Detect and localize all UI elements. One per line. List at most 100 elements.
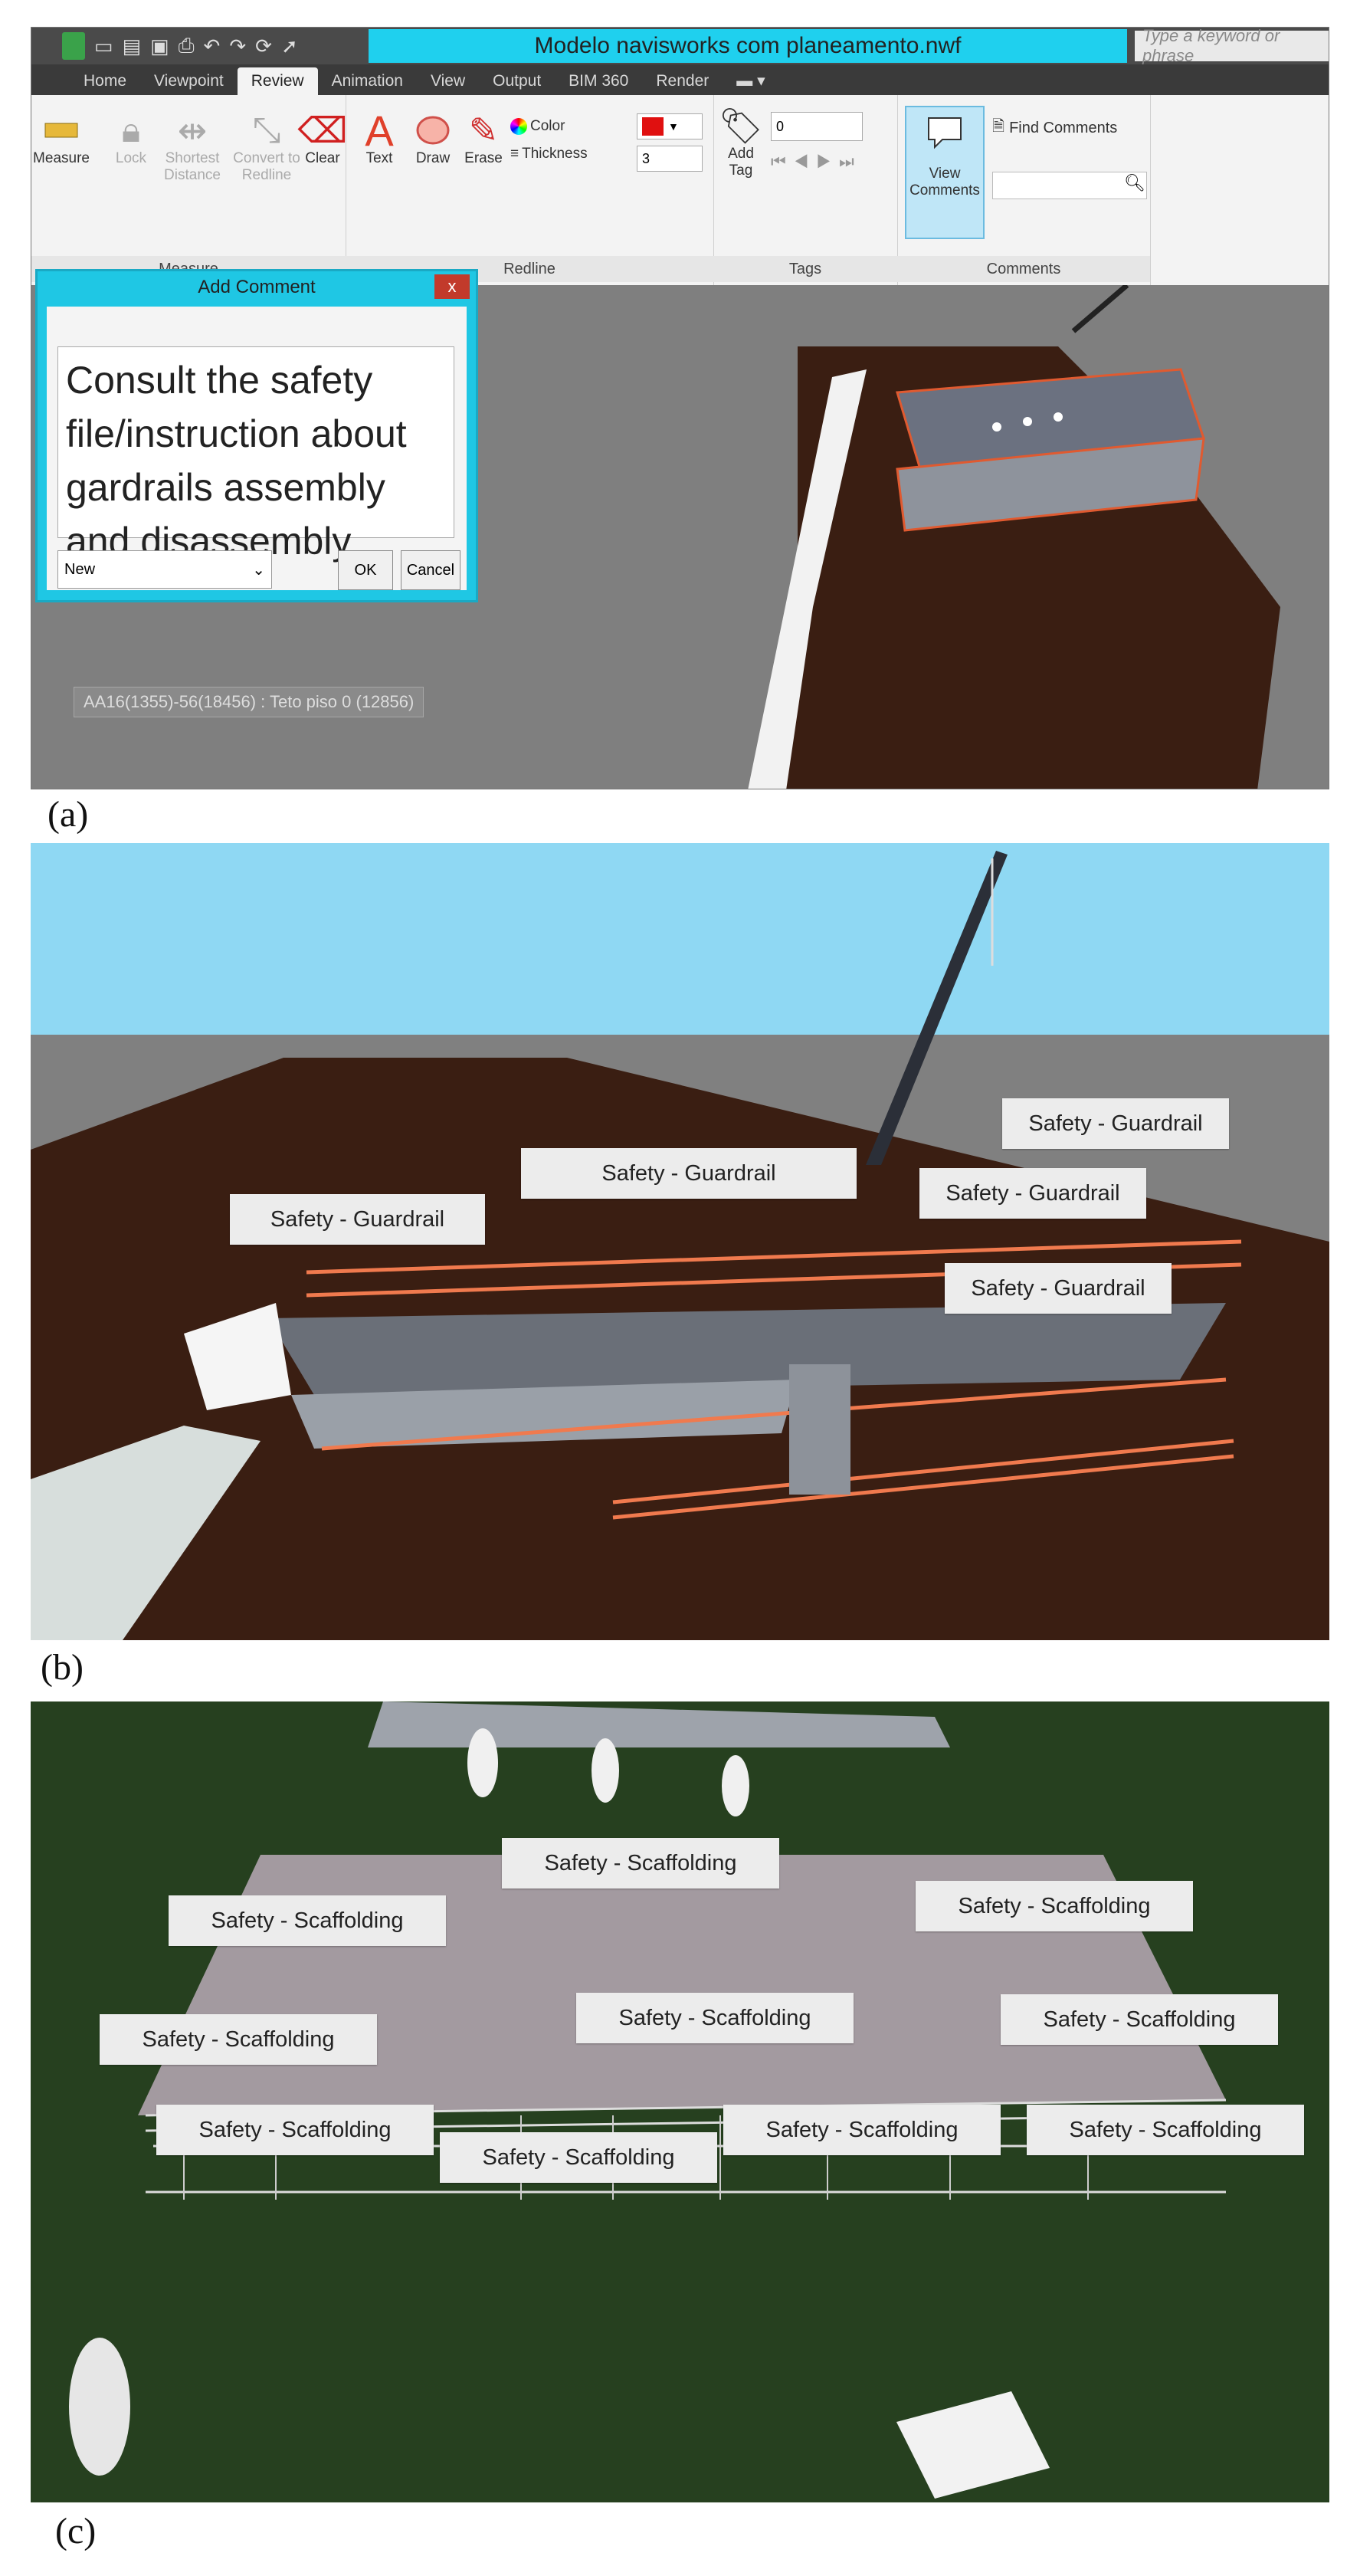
thickness-stepper[interactable]: 3 [637,146,703,172]
tab-bim360[interactable]: BIM 360 [569,72,629,90]
thickness-label: Thickness [522,146,588,162]
tab-output[interactable]: Output [493,72,542,90]
navisworks-screenshot: ▭ ▤ ▣ ⎙ ↶ ↷ ⟳ ➚ Modelo navisworks com pl… [31,27,1329,789]
redo-icon[interactable]: ↷ [229,34,247,57]
scaffolding-label: Safety - Scaffolding [502,1838,779,1889]
tag-number-input[interactable]: 0 [771,112,863,141]
measure-label: Measure [33,150,90,166]
status-dropdown[interactable]: New ⌄ [57,550,272,589]
text-redline-button[interactable]: A Text [356,107,402,167]
save-icon[interactable]: ▣ [150,34,169,57]
color-control[interactable]: Color [510,118,565,135]
tab-extra-icon[interactable]: ▬ ▾ [736,72,765,90]
comments-group-caption: Comments [897,256,1150,282]
tab-home[interactable]: Home [84,72,127,90]
scaffolding-3d-view[interactable]: Safety - Scaffolding Safety - Scaffoldin… [31,1701,1329,2502]
add-tag-button[interactable]: 🏷︎ Add Tag [718,106,764,179]
text-label: Text [365,150,393,166]
convert-icon: ⤡ [252,110,281,149]
distance-icon: ⇹ [177,110,208,150]
ok-button[interactable]: OK [338,550,393,590]
dialog-title: Add Comment [198,277,316,297]
panel-label-c: (c) [55,2511,97,2551]
scaffolding-label: Safety - Scaffolding [916,1881,1193,1931]
status-value: New [64,560,96,578]
scaffolding-label: Safety - Scaffolding [100,2014,377,2065]
quick-access-toolbar: ▭ ▤ ▣ ⎙ ↶ ↷ ⟳ ➚ [62,32,298,60]
search-input[interactable]: Type a keyword or phrase [1135,28,1329,65]
tag-navigation[interactable]: ⏮◀▶⏭ [771,152,862,171]
clear-icon: ⌫ [297,110,348,150]
tab-view[interactable]: View [430,72,466,90]
guardrail-label: Safety - Guardrail [919,1168,1146,1219]
tab-review[interactable]: Review [237,67,318,95]
scaffolding-label: Safety - Scaffolding [169,1895,446,1946]
select-cursor-icon[interactable]: ➚ [280,34,298,57]
tab-animation[interactable]: Animation [331,72,403,90]
selection-status: AA16(1355)-56(18456) : Teto piso 0 (1285… [74,687,424,717]
panel-label-a: (a) [48,794,89,835]
cloud-draw-icon [413,110,453,150]
color-dropdown[interactable]: ▼ [637,113,703,139]
guardrail-label: Safety - Guardrail [1002,1098,1229,1149]
app-logo-icon[interactable] [62,32,85,60]
cancel-button[interactable]: Cancel [401,550,460,590]
find-comments-icon: 🗎 [992,118,1005,135]
clear-label: Clear [305,150,340,166]
measure-button[interactable]: Measure [33,110,90,167]
undo-icon[interactable]: ↶ [203,34,221,57]
new-file-icon[interactable]: ▭ [94,34,113,57]
find-comments-button[interactable]: 🗎 Find Comments [992,115,1117,141]
measure-group: Measure 🔒︎ Lock ⇹ Shortest Distance ⤡ Co… [31,95,348,285]
lock-label: Lock [115,150,147,166]
tag-icon: 🏷︎ [718,105,764,146]
eraser-icon: ✎ [468,110,499,150]
lock-button[interactable]: 🔒︎ Lock [108,110,154,167]
erase-button[interactable]: ✎ Erase [460,110,506,167]
thickness-control: ≡ Thickness [510,146,588,162]
shortest-distance-button[interactable]: ⇹ Shortest Distance [158,110,227,184]
clear-button[interactable]: ⌫ Clear [297,110,348,167]
draw-button[interactable]: Draw [410,110,456,167]
comments-group: View Comments 🗎 Find Comments 🔍︎ Comment… [897,95,1151,285]
guardrail-3d-view[interactable]: Safety - Guardrail Safety - Guardrail Sa… [31,843,1329,1640]
ribbon-tabs: Home Viewpoint Review Animation View Out… [31,64,1329,95]
thickness-icon: ≡ [510,146,519,162]
comment-textarea[interactable]: Consult the safety file/instruction abou… [57,346,454,563]
add-tag-label: Add Tag [728,146,754,179]
redline-group: A Text Draw ✎ Erase Color ≡ Thickness ▼ [346,95,714,285]
tab-render[interactable]: Render [656,72,709,90]
guardrail-label: Safety - Guardrail [230,1194,485,1245]
lock-icon: 🔒︎ [121,110,141,149]
speech-bubble-icon [926,115,964,155]
find-comments-input[interactable] [992,172,1147,199]
chevron-down-icon: ⌄ [252,561,265,579]
tab-viewpoint[interactable]: Viewpoint [154,72,224,90]
find-comments-label: Find Comments [1009,119,1118,136]
window-title: Modelo navisworks com planeamento.nwf [369,29,1127,63]
scaffolding-label: Safety - Scaffolding [576,1993,854,2043]
search-icon[interactable]: 🔍︎ [1124,173,1145,192]
chevron-down-icon: ▼ [668,120,679,133]
color-swatch [642,117,664,136]
open-file-icon[interactable]: ▤ [122,34,142,57]
close-button[interactable]: x [434,274,470,299]
convert-to-redline-button[interactable]: ⤡ Convert to Redline [232,110,301,184]
color-label: Color [530,118,565,134]
ribbon-panel: Measure 🔒︎ Lock ⇹ Shortest Distance ⤡ Co… [31,95,1329,287]
tags-group-caption: Tags [713,256,897,282]
scaffolding-label: Safety - Scaffolding [156,2105,434,2155]
refresh-icon[interactable]: ⟳ [255,34,272,57]
ruler-icon [41,110,81,150]
view-comments-button[interactable]: View Comments [905,106,985,239]
scaffolding-label: Safety - Scaffolding [1001,1994,1278,2045]
close-icon: x [447,277,457,296]
print-icon[interactable]: ⎙ [178,34,195,57]
erase-label: Erase [464,150,503,166]
color-wheel-icon [510,118,527,135]
dialog-body: Consult the safety file/instruction abou… [47,307,467,590]
view-comments-label: View Comments [909,166,980,199]
scaffolding-label: Safety - Scaffolding [723,2105,1001,2155]
guardrail-scene [31,843,1329,1640]
tag-number-value: 0 [776,118,785,134]
